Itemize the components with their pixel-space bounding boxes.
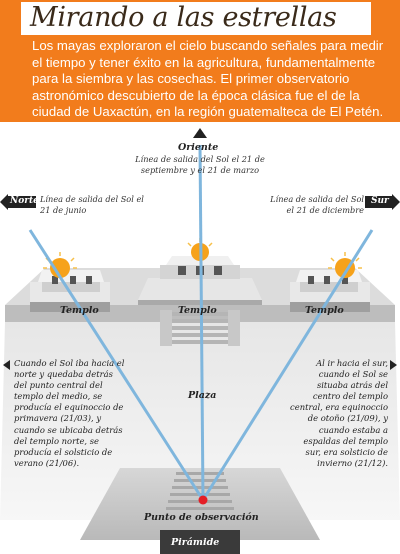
observation-point-label: Punto de observación xyxy=(144,512,259,523)
temple-right-shape xyxy=(290,270,370,312)
sunrise-center-label: Línea de salida del Sol el 21 de septiem… xyxy=(135,154,265,175)
title-box xyxy=(21,2,371,35)
observation-point-marker xyxy=(198,495,208,505)
north-label: Norte xyxy=(10,196,39,206)
north-arrow-bar xyxy=(8,196,36,208)
east-arrow-icon xyxy=(193,128,207,138)
note-right: Al ir hacia el sur, cuando el Sol se sit… xyxy=(290,358,388,468)
temple-center-label: Templo xyxy=(178,305,217,316)
page-title: Mirando a las estrellas xyxy=(30,2,337,33)
pyramid-label: Pirámide xyxy=(171,537,220,548)
north-arrow-icon xyxy=(0,194,8,210)
right-note-arrow-icon xyxy=(390,360,397,370)
east-label: Oriente xyxy=(178,142,219,153)
plaza-label: Plaza xyxy=(188,390,217,401)
left-note-arrow-icon xyxy=(3,360,10,370)
south-arrow-bar xyxy=(365,196,392,208)
sunrise-left-label: Línea de salida del Sol el 21 de junio xyxy=(40,194,144,215)
temple-right-label: Templo xyxy=(305,305,344,316)
note-left: Cuando el Sol iba hacia el norte y queda… xyxy=(14,358,125,468)
intro-text: Los mayas exploraron el cielo buscando s… xyxy=(32,38,384,120)
temple-left-label: Templo xyxy=(60,305,99,316)
sunrise-right-label: Línea de salida del Sol el 21 de diciemb… xyxy=(270,194,364,215)
south-arrow-icon xyxy=(392,194,400,210)
sight-lines xyxy=(28,144,374,501)
south-label: Sur xyxy=(371,196,389,206)
